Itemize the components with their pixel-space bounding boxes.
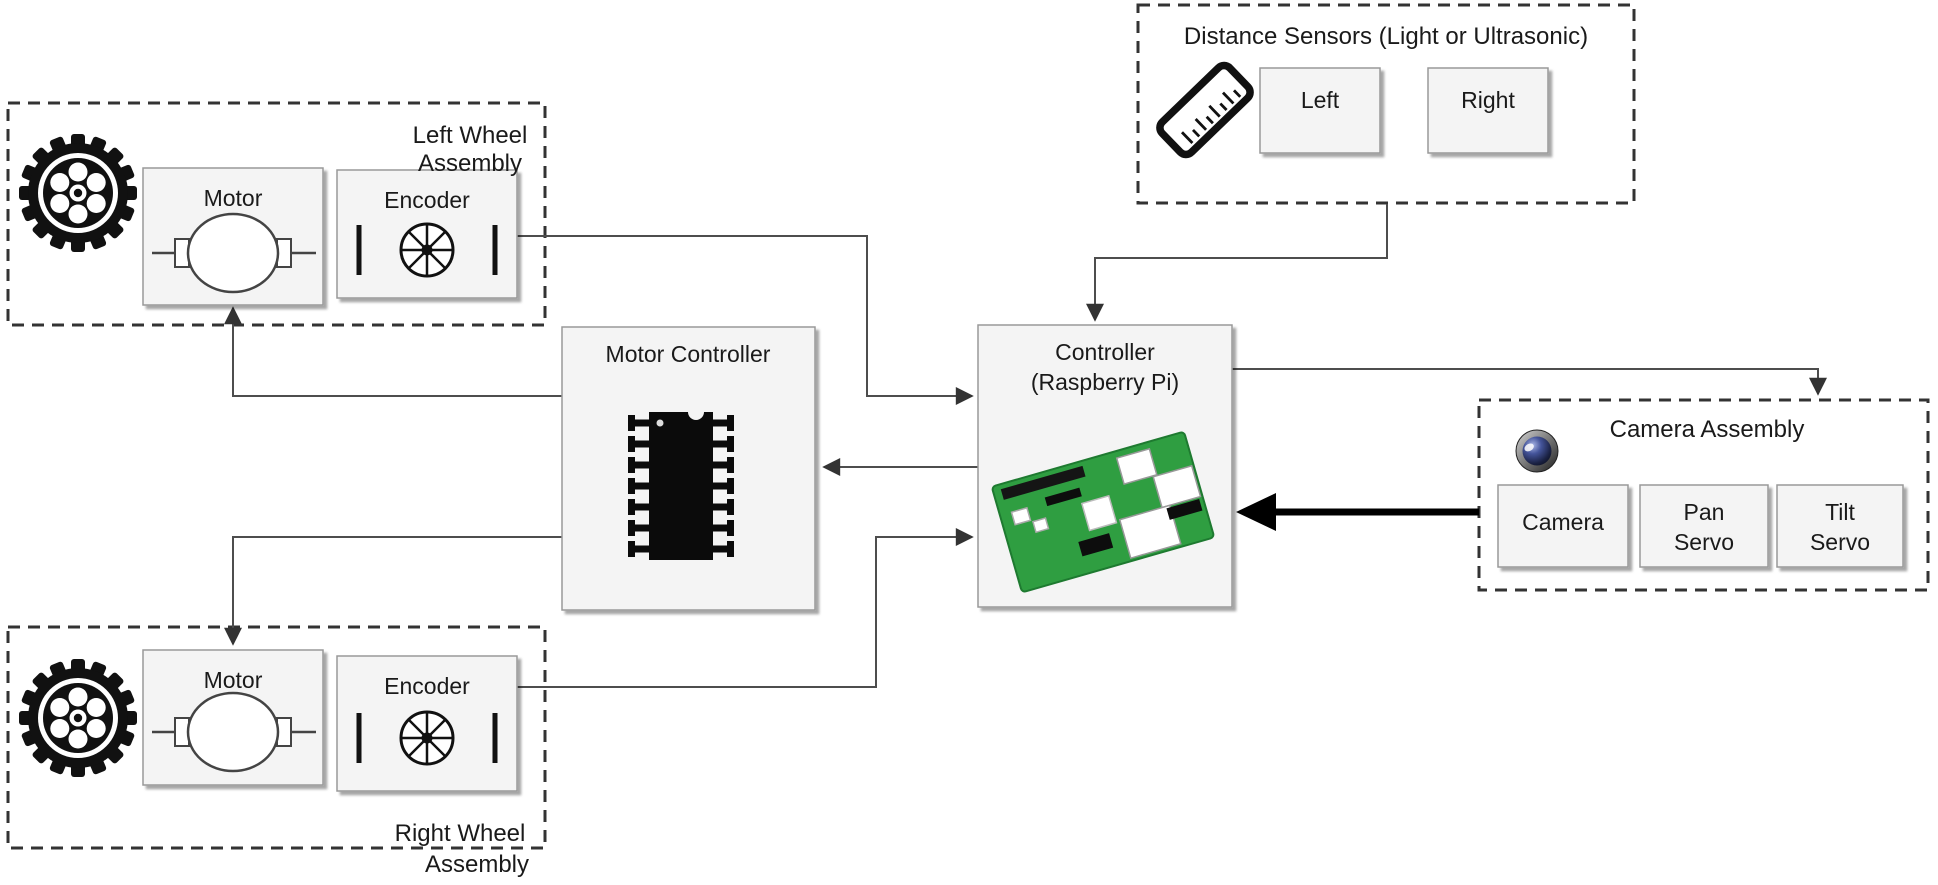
chip-icon — [628, 404, 734, 560]
arrow-right-encoder-to-controller — [517, 528, 974, 688]
arrow-camera-assembly-to-controller — [1236, 493, 1479, 531]
left-wheel-assembly-group-box — [6, 101, 547, 327]
left-motor-icon — [152, 212, 316, 294]
camera-label: Camera — [1522, 509, 1604, 535]
controller-label-line2: (Raspberry Pi) — [1031, 369, 1179, 395]
tilt-servo-box — [1776, 484, 1904, 568]
camera-assembly-group-box — [1477, 398, 1930, 592]
right-wheel-assembly-group-box — [6, 625, 547, 850]
left-wheel-assembly-title-line2: Assembly — [418, 150, 522, 177]
right-motor-icon — [152, 691, 316, 773]
raspberry-pi-board-icon — [991, 431, 1215, 593]
right-gear-wheel-icon — [19, 659, 137, 777]
right-wheel-assembly-title-line1: Right Wheel — [395, 820, 526, 847]
left-motor-label: Motor — [204, 185, 263, 211]
tilt-servo-label-line2: Servo — [1810, 529, 1870, 555]
ruler-icon — [1156, 61, 1254, 159]
pan-servo-label-line2: Servo — [1674, 529, 1734, 555]
camera-box — [1497, 484, 1629, 568]
camera-assembly-title: Camera Assembly — [1610, 416, 1805, 443]
tilt-servo-label-line1: Tilt — [1825, 499, 1855, 525]
sensor-right-box — [1427, 67, 1549, 154]
left-gear-wheel-icon — [19, 134, 137, 252]
sensor-right-label: Right — [1461, 87, 1515, 113]
sensor-left-label: Left — [1301, 87, 1340, 113]
right-motor-label: Motor — [204, 667, 263, 693]
arrow-motorcontroller-to-left-motor — [224, 306, 562, 397]
right-encoder-icon — [356, 710, 498, 766]
pan-servo-label-line1: Pan — [1684, 499, 1725, 525]
arrow-motorcontroller-to-right-motor — [224, 536, 562, 646]
camera-lens-icon — [1515, 429, 1559, 473]
pan-servo-box — [1639, 484, 1769, 568]
arrow-controller-to-camera-assembly — [1232, 368, 1827, 396]
arrow-distance-sensors-to-controller — [1086, 204, 1388, 322]
controller-label-line1: Controller — [1055, 339, 1155, 365]
right-wheel-assembly-title-line2: Assembly — [425, 851, 529, 878]
left-wheel-assembly-title-line1: Left Wheel — [413, 122, 528, 149]
left-encoder-icon — [356, 222, 498, 278]
distance-sensors-title: Distance Sensors (Light or Ultrasonic) — [1184, 23, 1588, 50]
motor-controller-label: Motor Controller — [606, 341, 771, 367]
sensor-left-box — [1259, 67, 1381, 154]
distance-sensors-group-box — [1136, 3, 1636, 205]
left-encoder-label: Encoder — [384, 187, 470, 213]
motor-controller-box — [561, 326, 816, 611]
right-encoder-label: Encoder — [384, 673, 470, 699]
arrow-left-encoder-to-controller — [517, 235, 974, 405]
